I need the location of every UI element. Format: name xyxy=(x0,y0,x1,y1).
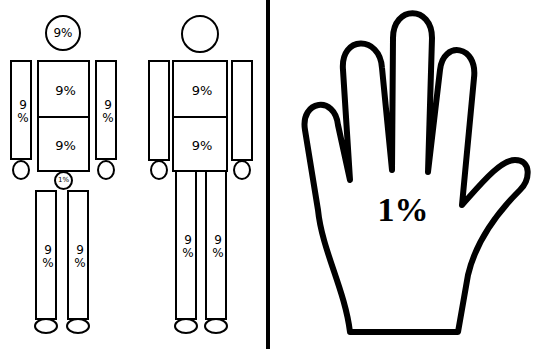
arm-box: 9 % xyxy=(10,60,32,160)
percent-label: 9 % xyxy=(212,234,224,259)
percent-label: 9% xyxy=(55,139,76,153)
foot-shape xyxy=(175,319,197,333)
head-circle: 9% xyxy=(45,15,81,51)
arm-rect xyxy=(232,61,252,160)
foot-shape xyxy=(67,319,89,333)
torso-box: 9% xyxy=(37,116,90,172)
torso-box: 9% xyxy=(172,60,228,118)
circle-outline xyxy=(55,172,72,189)
percent-label: 9 % xyxy=(182,234,194,259)
divider-line xyxy=(266,0,270,349)
leg-box: 9 % xyxy=(205,170,227,320)
percent-label: 9 % xyxy=(74,244,86,269)
hand-shape xyxy=(234,161,250,179)
hand-outline xyxy=(295,5,535,340)
groin-circle: 1% xyxy=(54,171,73,190)
torso-box: 9% xyxy=(37,60,90,118)
arm-rect xyxy=(149,61,169,160)
percent-label: 9 % xyxy=(42,244,54,269)
percent-label: 9 % xyxy=(102,99,114,124)
leg-box: 9 % xyxy=(35,190,57,320)
hand-outline xyxy=(305,13,528,332)
leg-box: 9 % xyxy=(175,170,197,320)
foot-shape xyxy=(35,319,57,333)
hand-shape xyxy=(151,161,167,179)
percent-label: 9% xyxy=(192,84,213,98)
percent-label: 9% xyxy=(192,139,213,153)
arm-box: 9 % xyxy=(95,60,117,160)
head-circle xyxy=(182,16,218,52)
foot-shape xyxy=(205,319,227,333)
percent-label: 9 % xyxy=(17,99,29,124)
percent-label: 9% xyxy=(55,84,76,98)
percent-label: 1% xyxy=(378,192,429,228)
leg-box: 9 % xyxy=(67,190,89,320)
percent-label: 1% xyxy=(58,177,69,184)
hand-shape xyxy=(98,161,114,179)
hand-outline: 1% xyxy=(295,5,535,340)
hand-shape xyxy=(13,161,29,179)
percent-label: 9% xyxy=(53,27,72,40)
circle-outline xyxy=(46,16,80,50)
torso-box: 9% xyxy=(172,116,228,172)
